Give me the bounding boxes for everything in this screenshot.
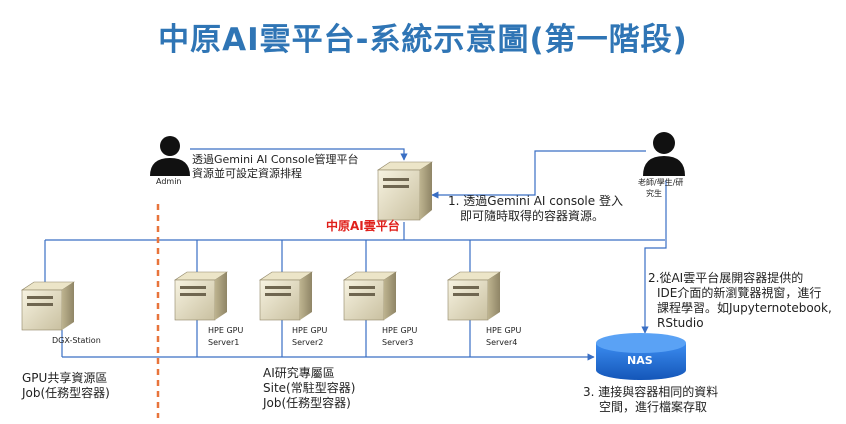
gpu-shared-line2: Job(任務型容器): [22, 386, 110, 400]
user-to-nas-line: [641, 180, 667, 334]
server2-icon: [259, 271, 313, 321]
admin-note-line1: 透過Gemini AI Console管理平台: [192, 153, 359, 166]
ide-note-line4: RStudio: [657, 316, 704, 330]
ai-zone-line3: Job(任務型容器): [263, 396, 351, 410]
user-to-platform-line: [431, 150, 646, 199]
server1-name: HPE GPU: [208, 326, 244, 335]
server2-id: Server2: [292, 338, 324, 347]
user-person-icon: [643, 132, 685, 176]
nas-note-line2: 空間，進行檔案存取: [599, 400, 708, 414]
nas-label: NAS: [627, 354, 653, 367]
server2-name: HPE GPU: [292, 326, 328, 335]
page-title: 中原AI雲平台-系統示意圖(第一階段): [158, 22, 688, 58]
ai-zone-line2: Site(常駐型容器): [263, 381, 356, 395]
server3-icon: [343, 271, 397, 321]
platform-server-icon: [377, 161, 433, 221]
admin-label: Admin: [156, 177, 182, 186]
admin-to-platform-line: [190, 148, 408, 161]
server3-name: HPE GPU: [382, 326, 418, 335]
dgx-server-icon: [21, 281, 75, 331]
server4-name: HPE GPU: [486, 326, 522, 335]
server4-icon: [447, 271, 501, 321]
ide-note-line3: 課程學習。如Jupyternotebook,: [657, 301, 832, 315]
ide-note-line1: 2.從AI雲平台展開容器提供的: [648, 271, 804, 285]
nas-note-line1: 3. 連接與容器相同的資料: [583, 385, 719, 399]
server4-id: Server4: [486, 338, 518, 347]
admin-person-icon: [150, 136, 190, 176]
ide-note-line2: IDE介面的新瀏覽器視窗，進行: [657, 286, 822, 300]
gpu-shared-line1: GPU共享資源區: [22, 371, 108, 385]
server1-id: Server1: [208, 338, 240, 347]
user-label-line2: 究生: [646, 189, 662, 198]
ai-zone-line1: AI研究專屬區: [263, 366, 335, 380]
server1-icon: [174, 271, 228, 321]
server3-id: Server3: [382, 338, 414, 347]
user-label-line1: 老師/學生/研: [638, 178, 684, 187]
login-note-line1: 1. 透過Gemini AI console 登入: [448, 194, 623, 208]
admin-note-line2: 資源並可設定資源排程: [192, 167, 302, 180]
platform-label: 中原AI雲平台: [326, 219, 400, 233]
login-note-line2: 即可隨時取得的容器資源。: [460, 209, 605, 223]
nas-storage-icon: [596, 333, 686, 380]
dgx-station-label: DGX-Station: [52, 336, 101, 345]
